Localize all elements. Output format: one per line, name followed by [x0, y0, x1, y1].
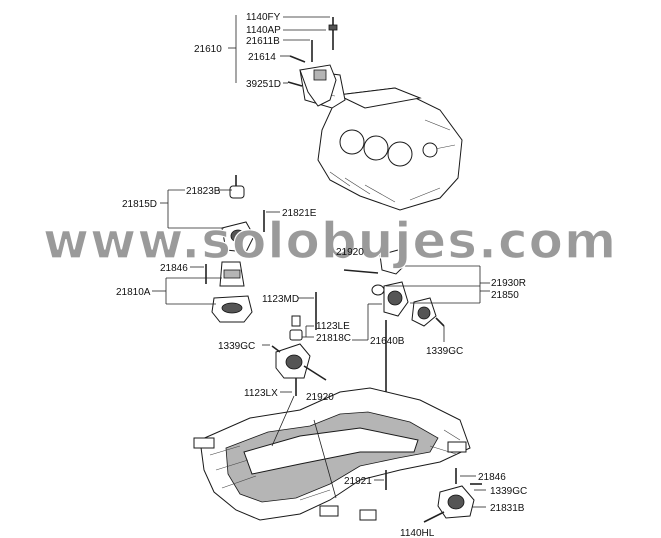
label-21640B: 21640B: [370, 336, 405, 347]
label-21930R: 21930R: [491, 278, 526, 289]
label-21831B: 21831B: [490, 503, 525, 514]
engine-bracket-21610: [287, 17, 338, 107]
label-21610: 21610: [194, 44, 222, 55]
right-mount-assembly: [343, 249, 445, 327]
label-21823B: 21823B: [186, 186, 221, 197]
label-39251D: 39251D: [246, 79, 281, 90]
leader-lines-bottom: [374, 475, 486, 508]
label-21920-top: 21920: [336, 247, 364, 258]
left-mount-assembly: [205, 175, 265, 323]
label-21614: 21614: [248, 52, 276, 63]
leader-lines-top: [228, 15, 330, 84]
label-1123LE: 1123LE: [316, 321, 350, 332]
label-21846-left: 21846: [160, 263, 188, 274]
label-1339GC-bottom: 1339GC: [490, 486, 527, 497]
label-21846-bottom: 21846: [478, 472, 506, 483]
rear-mount-21831B: [385, 468, 482, 523]
leader-lines-right: [369, 250, 490, 342]
subframe: [193, 387, 471, 521]
label-1140FY: 1140FY: [246, 12, 281, 23]
label-21815D: 21815D: [122, 199, 157, 210]
label-1140AP: 1140AP: [246, 25, 281, 36]
leader-lines-center: [262, 297, 382, 393]
label-1339GC-right: 1339GC: [426, 346, 463, 357]
leader-lines-left: [152, 189, 280, 305]
label-21818C: 21818C: [316, 333, 351, 344]
label-1123LX: 1123LX: [244, 388, 278, 399]
label-21821E: 21821E: [282, 208, 317, 219]
label-21921: 21921: [344, 476, 372, 487]
label-1339GC-left: 1339GC: [218, 341, 255, 352]
label-1123MD: 1123MD: [262, 294, 299, 305]
label-21920-center: 21920: [306, 392, 334, 403]
label-21611B: 21611B: [246, 36, 280, 47]
part-labels: 1140FY 1140AP 21611B 21610 21614 39251D …: [116, 12, 527, 538]
watermark-text: www.solobujes.com: [43, 212, 617, 270]
label-21810A: 21810A: [116, 287, 151, 298]
label-21850: 21850: [491, 290, 519, 301]
label-1140HL: 1140HL: [400, 528, 435, 538]
